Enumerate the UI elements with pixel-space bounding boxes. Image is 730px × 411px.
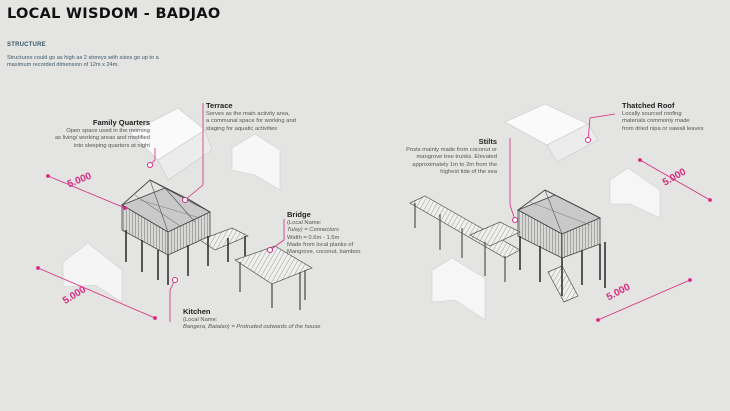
leader-markers (147, 137, 591, 283)
callout-text-family-quarters: Open space used in the morning as living… (54, 128, 150, 149)
callout-title-bridge: Bridge (287, 210, 311, 219)
callout-text-bridge: (Local Name: Tulay) = Connectors Width =… (287, 220, 361, 256)
section-label: STRUCTURE (7, 42, 46, 48)
right-house-model (409, 103, 661, 321)
callout-text-stilts: Posts mainly made from coconut or mangro… (406, 147, 497, 175)
section-description: Structures could go as high as 2 storeys… (7, 55, 159, 69)
callout-title-kitchen: Kitchen (183, 307, 211, 316)
page-title: LOCAL WISDOM - BADJAO (7, 6, 221, 22)
left-house-model (62, 107, 313, 310)
callout-title-family-quarters: Family Quarters (92, 118, 150, 127)
callout-text-terrace: Serves as the main activity area, a comm… (206, 111, 296, 132)
dimension-lines (36, 158, 712, 322)
callout-title-stilts: Stilts (478, 137, 497, 146)
callout-text-kitchen: (Local Name: Bangera, Batalan) = Protrud… (183, 317, 321, 331)
callout-text-thatched-roof: Locally sourced roofing materials common… (622, 111, 704, 132)
callout-title-thatched-roof: Thatched Roof (622, 101, 675, 110)
callout-title-terrace: Terrace (206, 101, 233, 110)
